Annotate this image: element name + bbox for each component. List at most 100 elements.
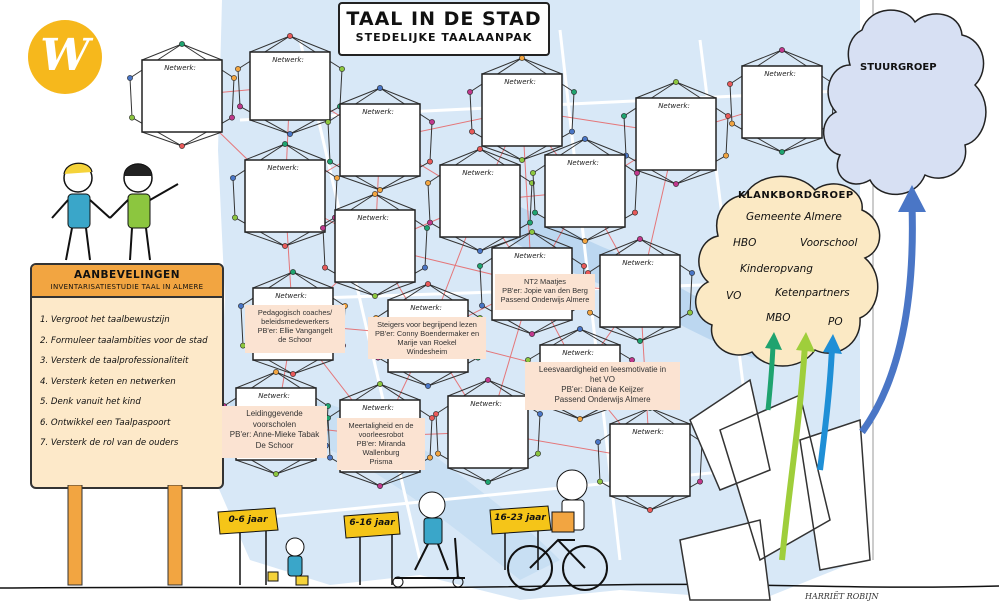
tile-label: Netwerk:	[357, 214, 389, 222]
tile-node-dot	[377, 187, 383, 193]
project-lead: Wallenburg	[362, 448, 400, 457]
tile-node-dot	[422, 264, 428, 271]
tile-node-dot	[467, 89, 473, 95]
tile-node-dot	[179, 143, 185, 149]
project-org: Passend Onderwijs Almere	[554, 395, 651, 404]
network-tile: Netwerk:	[320, 191, 430, 299]
tile-node-dot	[273, 471, 279, 477]
tile-node-dot	[325, 119, 331, 125]
tile-label: Netwerk:	[410, 304, 442, 312]
tile-label: Netwerk:	[362, 404, 394, 412]
tile-node-dot	[127, 75, 133, 81]
tile-node-dot	[779, 47, 785, 53]
project-org: Passend Onderwijs Almere	[500, 295, 590, 304]
project-title: Pedagogisch coaches/	[257, 308, 333, 317]
tile-node-dot	[377, 85, 383, 91]
tile-node-dot	[632, 209, 638, 216]
tile-node-dot	[519, 157, 525, 163]
tile-node-dot	[425, 281, 431, 287]
tile-node-dot	[581, 263, 587, 269]
project-box-leesvaardigheid-vo: Leesvaardigheid en leesmotivatie in het …	[525, 362, 680, 410]
project-lead: PB'er: Conny Boendermaker en	[374, 329, 480, 338]
network-tile: Netwerk:	[595, 405, 705, 513]
title-banner: TAAL IN DE STAD STEDELIJKE TAALAANPAK	[338, 2, 550, 56]
age-sign-16-23: 16-23 jaar	[494, 513, 546, 523]
tile-node-dot	[485, 377, 491, 383]
tile-label: Netwerk:	[567, 159, 599, 167]
page-title: TAAL IN DE STAD	[346, 8, 542, 30]
tile-node-dot	[569, 128, 575, 135]
tile-node-dot	[435, 450, 441, 457]
kb-member: HBO	[733, 237, 757, 249]
network-tile: Netwerk:	[235, 33, 345, 137]
tile-label: Netwerk:	[258, 392, 290, 400]
project-box-nt2-maatjes: NT2 Maatjes PB'er: Jopie van den Berg Pa…	[495, 274, 595, 310]
tile-node-dot	[339, 66, 345, 72]
tile-label: Netwerk:	[267, 164, 299, 172]
tile-node-dot	[427, 219, 433, 226]
tile-canvas	[334, 209, 416, 283]
tile-node-dot	[637, 338, 643, 344]
project-title: Steigers voor begrijpend lezen	[377, 320, 477, 329]
tile-node-dot	[727, 81, 733, 87]
tile-node-dot	[334, 175, 340, 181]
tile-node-dot	[519, 55, 525, 61]
recommendation-item: 4. Versterk keten en netwerken	[40, 376, 176, 387]
tile-node-dot	[831, 81, 837, 87]
tile-node-dot	[327, 454, 333, 461]
kb-member: MBO	[766, 312, 791, 324]
tile-node-dot	[477, 263, 483, 269]
tile-node-dot	[377, 483, 383, 489]
tile-label: Netwerk:	[622, 259, 654, 267]
tile-label: Netwerk:	[362, 108, 394, 116]
tile-node-dot	[595, 439, 601, 445]
logo-mark: W	[40, 30, 90, 81]
tile-canvas	[481, 73, 563, 147]
network-tile: Netwerk:	[127, 41, 237, 149]
tile-node-dot	[529, 331, 535, 337]
tile-node-dot	[425, 383, 431, 389]
project-lead: PB'er: Jopie van den Berg	[502, 286, 588, 295]
tile-canvas	[244, 159, 326, 233]
tile-node-dot	[582, 238, 588, 244]
tile-node-dot	[689, 270, 695, 276]
sign-posts	[67, 485, 183, 586]
tile-canvas	[249, 51, 331, 121]
tile-node-dot	[537, 411, 543, 417]
tile-node-dot	[582, 136, 588, 142]
tile-node-dot	[535, 450, 541, 457]
tile-node-dot	[577, 326, 583, 332]
tile-node-dot	[577, 416, 583, 422]
network-tile: Netwerk:	[621, 79, 731, 187]
project-title: het VO	[590, 375, 615, 384]
kb-member: PO	[828, 316, 843, 328]
tile-node-dot	[779, 149, 785, 155]
tile-label: Netwerk:	[504, 78, 536, 86]
artist-signature: HARRIËT ROBIJN	[805, 592, 879, 601]
tile-label: Netwerk:	[514, 252, 546, 260]
tile-label: Netwerk:	[562, 349, 594, 357]
tile-label: Netwerk:	[462, 169, 494, 177]
tile-node-dot	[290, 371, 296, 377]
tile-canvas	[544, 154, 626, 228]
tile-canvas	[741, 65, 823, 139]
wijz-logo: W	[28, 20, 102, 94]
tile-node-dot	[699, 439, 705, 445]
recommendation-item: 7. Versterk de rol van de ouders	[40, 438, 179, 448]
project-title: Leidinggevende	[246, 409, 303, 418]
kb-member: Gemeente Almere	[746, 211, 842, 223]
tile-node-dot	[477, 248, 483, 254]
tile-canvas	[635, 97, 717, 171]
tile-canvas	[447, 395, 529, 469]
recommendation-item: 1. Vergroot het taalbewustzijn	[40, 315, 170, 325]
tile-node-dot	[729, 120, 735, 127]
tile-canvas	[141, 59, 223, 133]
tile-node-dot	[237, 103, 243, 110]
project-lead: Marije van Roekel	[397, 338, 457, 347]
kb-member: Kinderopvang	[740, 263, 813, 275]
tile-node-dot	[235, 66, 241, 72]
project-lead: PB'er: Diana de Keijzer	[561, 385, 644, 394]
project-lead: PB'er: Miranda	[356, 439, 406, 448]
project-title: beleidsmedewerkers	[261, 317, 329, 326]
